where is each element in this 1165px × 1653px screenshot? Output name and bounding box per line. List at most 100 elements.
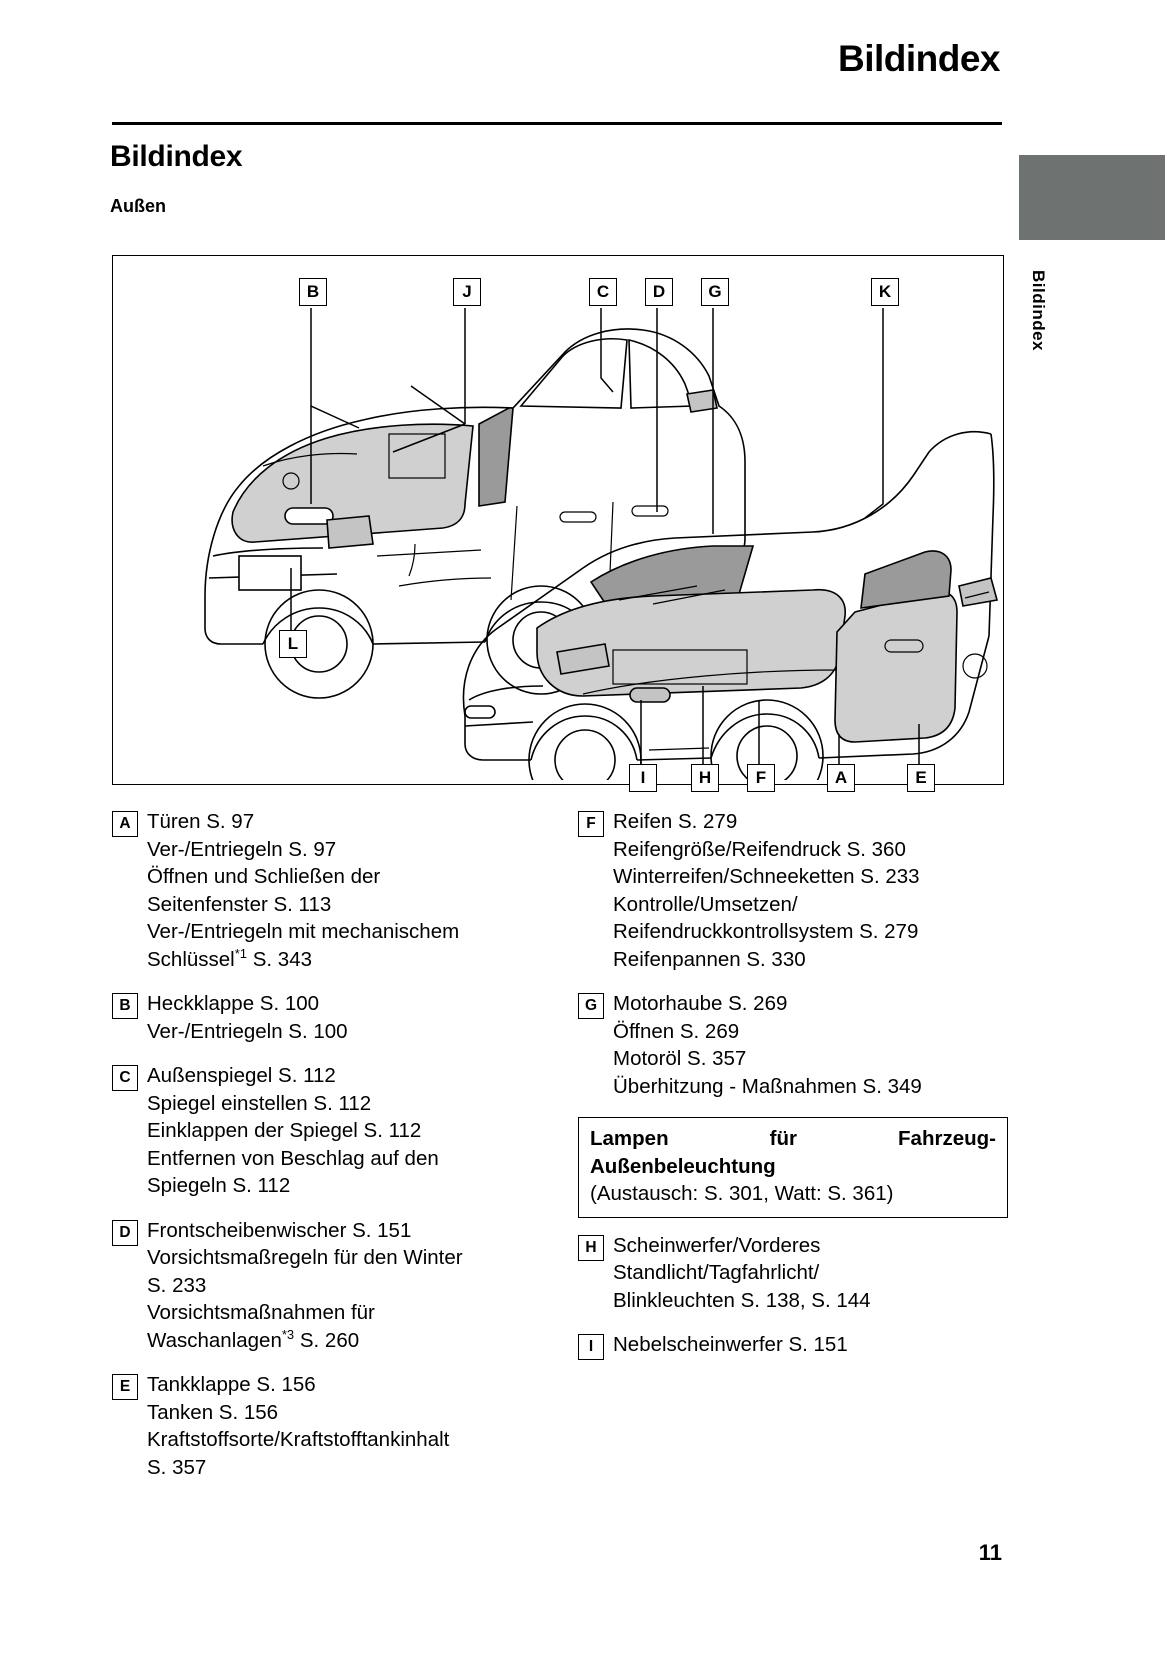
entry-line: Motorhaube S. 269	[613, 992, 788, 1015]
entry-line: Spiegel einstellen S. 112	[147, 1091, 372, 1115]
callout-k: K	[871, 278, 899, 306]
entry-line: Tanken S. 156	[147, 1400, 279, 1424]
index-entry-c: C Außenspiegel S. 112 Spiegel einstellen…	[112, 1062, 552, 1200]
car-front-view	[462, 430, 999, 780]
entry-line: S. 357	[147, 1455, 207, 1479]
entry-line: Spiegeln S. 112	[147, 1174, 291, 1197]
entry-line: Heckklappe S. 100	[147, 992, 320, 1015]
entry-line: Reifen S. 279	[613, 810, 738, 833]
footnote-text-pre: Waschanlagen	[147, 1328, 282, 1352]
entry-lines-i: Nebelscheinwerfer S. 151	[613, 1331, 1008, 1360]
entry-key-d: D	[112, 1219, 138, 1246]
entry-line: Ver-/Entriegeln S. 97	[147, 837, 337, 861]
lamp-title-word-3: Fahrzeug-	[898, 1127, 996, 1150]
page-number: 11	[978, 1540, 1002, 1565]
index-entry-h: H Scheinwerfer/Vorderes Standlicht/Tagfa…	[578, 1232, 1008, 1315]
callout-b: B	[299, 278, 327, 306]
entry-key-h: H	[578, 1234, 604, 1261]
entry-key-i: I	[578, 1334, 604, 1360]
section-tab-label: Bildindex	[1029, 270, 1048, 352]
leader-lines	[290, 308, 920, 768]
callout-f: F	[747, 764, 775, 792]
entry-line: Standlicht/Tagfahrlicht/	[613, 1261, 820, 1284]
footnote-text-post: S. 343	[247, 947, 313, 971]
entry-line: Vorsichtsmaßregeln für den Winter	[147, 1246, 463, 1269]
entry-line: Nebelscheinwerfer S. 151	[613, 1333, 848, 1356]
entry-line: Reifengröße/Reifendruck S. 360	[613, 837, 906, 861]
page-title: Bildindex	[110, 140, 243, 173]
entry-key-g: G	[578, 993, 604, 1019]
entry-line: Entfernen von Beschlag auf den	[147, 1146, 439, 1170]
entry-line: Reifendruckkontrollsystem S. 279	[613, 920, 919, 943]
callout-g: G	[701, 278, 729, 306]
entry-line: Öffnen S. 269	[613, 1019, 740, 1043]
index-column-left: A Türen S. 97 Ver-/Entriegeln S. 97 Öffn…	[112, 808, 552, 1498]
entry-line: Vorsichtsmaßnahmen für	[147, 1301, 375, 1324]
index-column-right: F Reifen S. 279 Reifengröße/Reifendruck …	[578, 808, 1008, 1377]
entry-lines-c: Außenspiegel S. 112 Spiegel einstellen S…	[147, 1062, 552, 1200]
entry-line: Öffnen und Schließen der	[147, 865, 381, 888]
entry-key-f: F	[578, 811, 604, 837]
entry-line: Ver-/Entriegeln mit mechanischem	[147, 920, 460, 943]
entry-line: Tankklappe S. 156	[147, 1373, 316, 1396]
exterior-diagram: B J C D G K L I H F A E	[112, 255, 1004, 792]
lamp-title-word-2: für	[769, 1127, 797, 1150]
entry-lines-d: Frontscheibenwischer S. 151 Vorsichtsmaß…	[147, 1217, 552, 1355]
footnote-text-post: S. 260	[294, 1328, 360, 1352]
footnote-marker: *1	[234, 945, 248, 961]
entry-line: Frontscheibenwischer S. 151	[147, 1218, 412, 1242]
entry-line: Scheinwerfer/Vorderes	[613, 1233, 821, 1257]
entry-lines-a: Türen S. 97 Ver-/Entriegeln S. 97 Öffnen…	[147, 808, 552, 973]
index-entry-g: G Motorhaube S. 269 Öffnen S. 269 Motorö…	[578, 990, 1008, 1100]
index-entry-f: F Reifen S. 279 Reifengröße/Reifendruck …	[578, 808, 1008, 973]
callout-a: A	[827, 764, 855, 792]
header-divider	[112, 122, 1002, 125]
entry-lines-f: Reifen S. 279 Reifengröße/Reifendruck S.…	[613, 808, 1008, 973]
entry-line: Reifenpannen S. 330	[613, 947, 806, 971]
lamp-box-title-line-2: Außenbeleuchtung	[590, 1154, 776, 1178]
index-entry-i: I Nebelscheinwerfer S. 151	[578, 1331, 1008, 1360]
entry-line: Türen S. 97	[147, 810, 255, 833]
index-entry-b: B Heckklappe S. 100 Ver-/Entriegeln S. 1…	[112, 990, 552, 1045]
entry-line: Kraftstoffsorte/Kraftstofftankinhalt	[147, 1428, 450, 1451]
callout-j: J	[453, 278, 481, 306]
entry-line: Einklappen der Spiegel S. 112	[147, 1119, 422, 1142]
callout-i: I	[629, 764, 657, 792]
entry-key-c: C	[112, 1065, 138, 1091]
entry-line: Seitenfenster S. 113	[147, 892, 332, 916]
entry-line: Überhitzung - Maßnahmen S. 349	[613, 1074, 922, 1098]
callout-e: E	[907, 764, 935, 792]
lamp-box-note: (Austausch: S. 301, Watt: S. 361)	[590, 1182, 894, 1205]
entry-lines-b: Heckklappe S. 100 Ver-/Entriegeln S. 100	[147, 990, 552, 1045]
lamp-title-word-1: Lampen	[590, 1127, 669, 1150]
running-head: Bildindex	[837, 38, 1001, 79]
entry-line: Winterreifen/Schneeketten S. 233	[613, 865, 920, 888]
callout-c: C	[589, 278, 617, 306]
entry-key-a: A	[112, 811, 138, 837]
callout-l: L	[279, 630, 307, 658]
lamp-box-title-line-1: Lampen für Fahrzeug-	[590, 1125, 996, 1153]
subsection-title: Außen	[110, 196, 166, 216]
entry-line-footnote: Schlüssel*1 S. 343	[147, 946, 552, 974]
entry-lines-e: Tankklappe S. 156 Tanken S. 156 Kraftsto…	[147, 1371, 552, 1481]
footnote-text-pre: Schlüssel	[147, 947, 235, 971]
footnote-marker: *3	[281, 1326, 295, 1342]
index-entry-a: A Türen S. 97 Ver-/Entriegeln S. 97 Öffn…	[112, 808, 552, 973]
entry-line: Kontrolle/Umsetzen/	[613, 892, 798, 916]
entry-line-footnote: Waschanlagen*3 S. 260	[147, 1327, 552, 1355]
callout-h: H	[691, 764, 719, 792]
lamp-reference-box: Lampen für Fahrzeug- Außenbeleuchtung (A…	[578, 1117, 1008, 1218]
index-entry-e: E Tankklappe S. 156 Tanken S. 156 Krafts…	[112, 1371, 552, 1481]
entry-line: S. 233	[147, 1273, 207, 1297]
entry-line: Motoröl S. 357	[613, 1047, 747, 1070]
entry-line: Außenspiegel S. 112	[147, 1064, 336, 1087]
callout-d: D	[645, 278, 673, 306]
entry-line: Blinkleuchten S. 138, S. 144	[613, 1288, 871, 1312]
entry-key-b: B	[112, 993, 138, 1019]
section-tab-marker	[1019, 155, 1165, 240]
entry-key-e: E	[112, 1374, 138, 1400]
entry-line: Ver-/Entriegeln S. 100	[147, 1019, 348, 1043]
index-entry-d: D Frontscheibenwischer S. 151 Vorsichtsm…	[112, 1217, 552, 1355]
entry-lines-h: Scheinwerfer/Vorderes Standlicht/Tagfahr…	[613, 1232, 1008, 1315]
